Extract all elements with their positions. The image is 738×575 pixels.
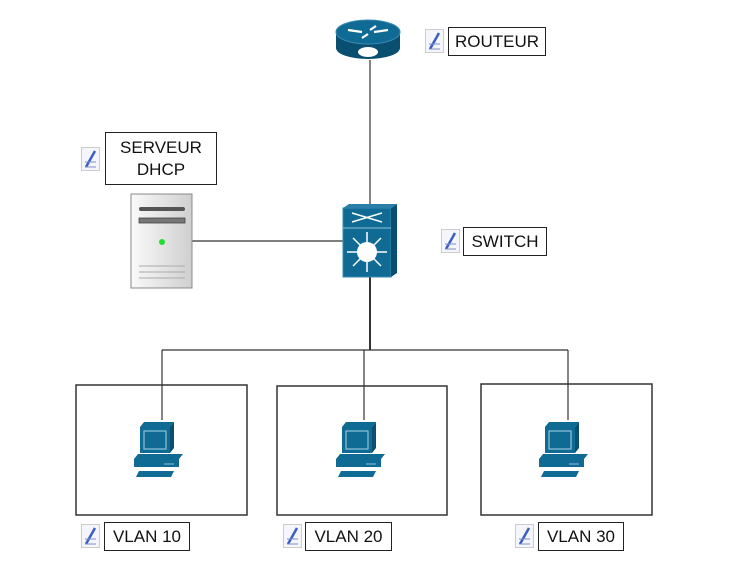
- vlan20-label: VLAN 20: [305, 522, 392, 551]
- workstation-icon[interactable]: [336, 422, 385, 477]
- note-icon: [425, 29, 444, 53]
- workstation-icon[interactable]: [539, 422, 588, 477]
- vlan30-box: [480, 383, 653, 516]
- note-icon: [283, 524, 302, 548]
- vlan30-label: VLAN 30: [538, 522, 624, 551]
- vlan10-box: [75, 384, 248, 516]
- switch-label: SWITCH: [463, 227, 547, 256]
- server-label: SERVEUR DHCP: [105, 132, 217, 185]
- switch-icon[interactable]: [342, 204, 397, 278]
- status-led: [159, 239, 165, 245]
- router-label: ROUTEUR: [448, 27, 546, 56]
- server-icon[interactable]: [130, 193, 193, 289]
- note-icon: [81, 524, 100, 548]
- router-icon[interactable]: [335, 19, 401, 59]
- workstation-icon[interactable]: [134, 422, 183, 477]
- note-icon: [81, 147, 100, 171]
- vlan10-label: VLAN 10: [104, 522, 190, 551]
- note-icon: [441, 229, 460, 253]
- vlan20-box: [276, 385, 448, 516]
- note-icon: [515, 524, 534, 548]
